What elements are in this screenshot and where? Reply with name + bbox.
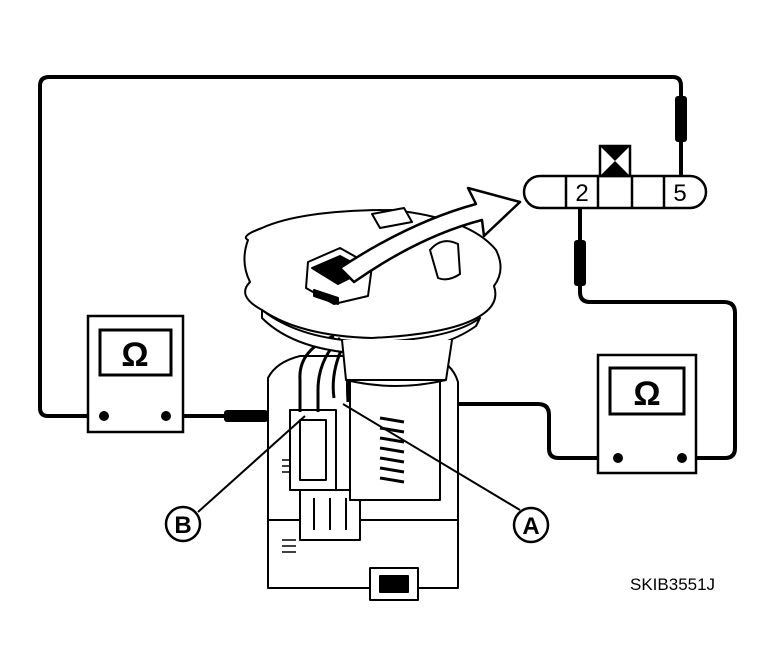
leader-a <box>342 403 521 511</box>
ohmmeter-left-terminal-2 <box>161 411 171 421</box>
probe-tip-b <box>224 410 268 422</box>
indicator-arrow <box>338 186 522 284</box>
ohmmeter-right-terminal-2 <box>677 453 687 463</box>
callout-a: A <box>512 506 550 544</box>
pump-cap <box>243 209 502 339</box>
callout-b: B <box>164 505 202 543</box>
figure-code: SKIB3551J <box>630 575 715 594</box>
ohmmeter-left-display <box>98 328 173 377</box>
connector-pin-2-label: 2 <box>575 180 588 207</box>
ohmmeter-right-terminal-1 <box>613 453 623 463</box>
probe-tip-pin5 <box>675 96 687 142</box>
callout-b-label: B <box>174 512 191 539</box>
ohmmeter-right: Ω <box>596 353 698 475</box>
connector-body <box>522 174 708 210</box>
ohmmeter-left-terminal-1 <box>99 411 109 421</box>
wiring <box>38 75 737 460</box>
callout-leaders <box>197 403 521 513</box>
lead-a-to-right-meter <box>341 402 620 460</box>
callout-a-label: A <box>522 513 539 540</box>
pump-spring <box>379 416 405 484</box>
lead-left-meter-to-pin5 <box>38 75 683 418</box>
fuel-pump-assembly <box>243 207 502 601</box>
pump-harness-wires <box>298 334 354 412</box>
probe-tip-pin2 <box>574 240 586 286</box>
ohmmeter-right-symbol: Ω <box>633 375 660 413</box>
ohmmeter-right-display <box>608 366 686 416</box>
ohmmeter-left: Ω <box>86 314 185 434</box>
harness-connector <box>522 144 708 210</box>
leader-b <box>197 415 306 513</box>
connector-pin-5-label: 5 <box>673 180 686 207</box>
ohmmeter-left-symbol: Ω <box>121 336 148 374</box>
lead-pin2-to-right-meter <box>578 203 737 460</box>
